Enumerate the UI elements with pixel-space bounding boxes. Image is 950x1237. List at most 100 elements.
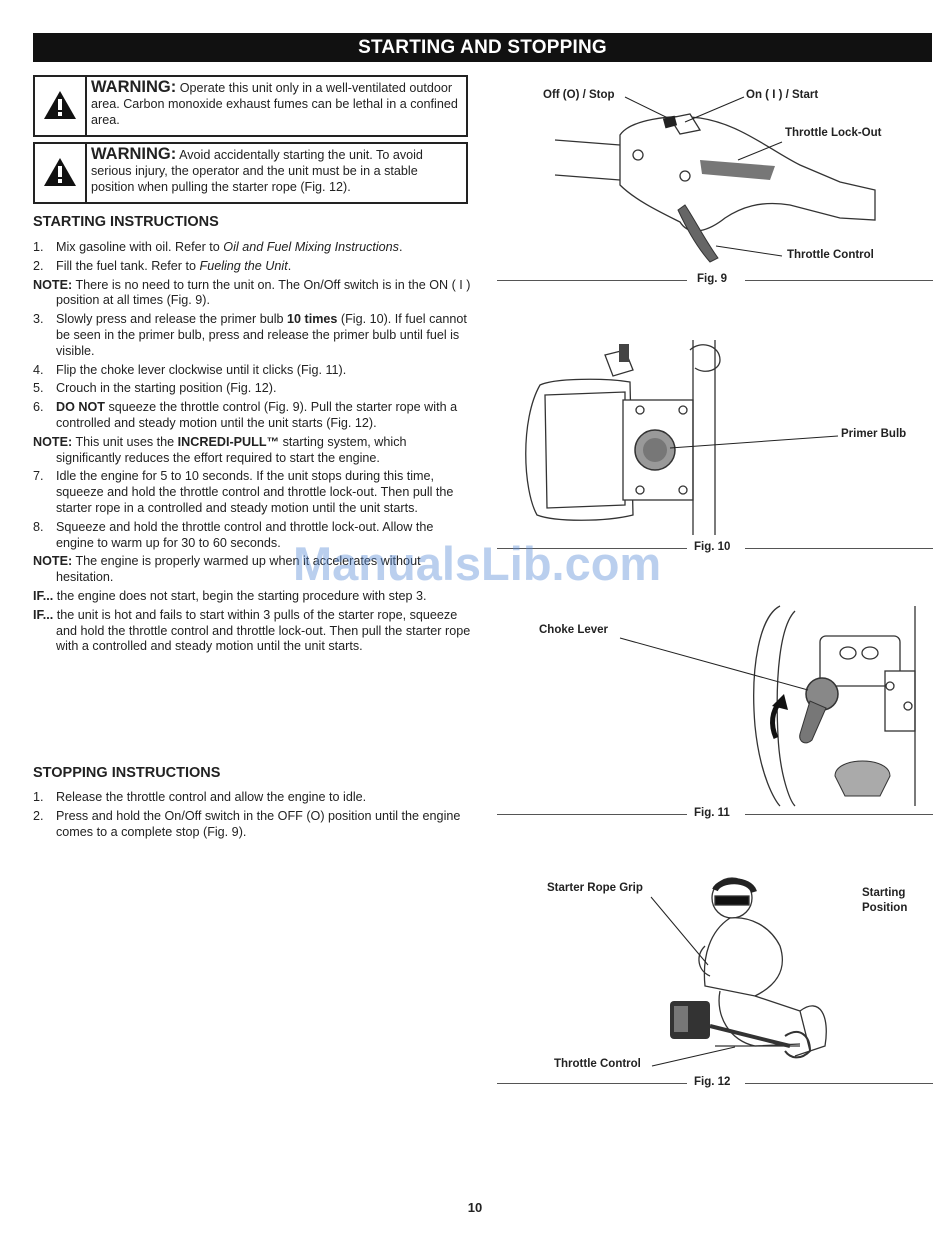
note-emphasis: INCREDI-PULL™ [177,434,280,449]
warning-triangle-icon [44,91,76,119]
caption-line-left [497,1083,687,1084]
step-2: 2. Fill the fuel tank. Refer to Fueling t… [33,258,292,273]
fig12-grip-label: Starter Rope Grip [547,882,643,894]
warning-text: WARNING: Operate this unit only in a wel… [91,77,466,131]
fig12-position-label-line2: Position [862,902,908,914]
step-text: Fill the fuel tank. Refer to [56,258,200,273]
warning-label: WARNING: [91,145,177,163]
manual-reference: Fueling the Unit [199,258,288,273]
fig11-choke-label: Choke Lever [539,624,609,636]
step-text: Slowly press and release the primer bulb [56,312,287,327]
step-text: Flip the choke lever clockwise until it … [56,362,347,377]
if-label: IF... [33,607,54,622]
warning-triangle-icon [44,158,76,186]
if-not-start: IF... the engine does not start, begin t… [33,589,473,605]
step-text: Press and hold the On/Off switch in the … [56,808,461,839]
note-text: starting system, which significantly red… [56,434,407,465]
warning-icon-cell [35,144,87,202]
note-text: The engine is properly warmed up when it… [56,554,421,585]
if-text: the unit is hot and fails to start withi… [53,607,471,654]
warning-text: WARNING: Avoid accidentally starting the… [91,144,466,198]
fig9-throttle-label: Throttle Control [787,249,874,261]
note-incredi-pull: NOTE: This unit uses the INCREDI-PULL™ s… [33,435,473,467]
step-number: 6. [33,400,44,415]
fig11-choke-illustration [753,605,916,807]
caption-line-right [745,548,933,549]
caption-line-right [745,1083,933,1084]
fig10-caption-rule: Fig. 10 [497,541,933,555]
caption-line-left [497,280,687,281]
watermark: ManualsLib.com [293,537,662,590]
fig9-caption-rule: Fig. 9 [497,273,933,287]
if-label: IF... [33,588,54,603]
warning-body: Operate this unit only in a well-ventila… [91,81,458,127]
stop-step-2: 2. Press and hold the On/Off switch in th… [33,809,473,841]
step-text: Crouch in the starting position (Fig. 12… [56,381,277,396]
step-3: 3.Slowly press and release the primer bu… [33,312,473,359]
if-hot-unit: IF... the unit is hot and fails to start… [33,608,473,655]
note-on-off-switch: NOTE: There is no need to turn the unit … [33,278,473,310]
fig12-position-label-line1: Starting [862,887,906,899]
fig12-operator-illustration [670,877,827,1059]
stop-step-1: 1. Release the throttle control and allow… [33,790,473,806]
step-text: squeeze the throttle control (Fig. 9). P… [56,400,458,430]
starting-instructions-heading: STARTING INSTRUCTIONS [33,214,219,230]
step-1: 1. Mix gasoline with oil. Refer to Oil an… [33,240,403,254]
note-text: There is no need to turn the unit on. Th… [56,277,471,308]
step-text: Idle the engine for 5 to 10 seconds. If … [56,469,454,515]
fig9-caption: Fig. 9 [697,273,728,285]
starting-instructions-list: 1. Mix gasoline with oil. Refer to Oil an… [33,240,473,658]
step-text: Mix gasoline with oil. Refer to [56,240,224,254]
section-title-banner: STARTING AND STOPPING [33,33,932,62]
fig10-engine-illustration [525,340,721,535]
fig12-caption-rule: Fig. 12 [497,1076,933,1090]
fig9-lockout-label: Throttle Lock-Out [785,127,882,139]
step-number: 5. [33,381,44,396]
note-label: NOTE: [33,434,73,449]
caption-line-left [497,548,687,549]
step-8: 8. Squeeze and hold the throttle control … [33,520,473,552]
fig12-throttle-label: Throttle Control [554,1058,641,1070]
step-number: 2. [33,808,44,823]
manual-reference: Oil and Fuel Mixing Instructions [223,240,399,254]
if-text: the engine does not start, begin the sta… [53,588,427,603]
caption-line-right [745,280,933,281]
note-text: This unit uses the [72,434,178,449]
warning-icon-cell [35,77,87,135]
stopping-instructions-list: 1. Release the throttle control and allow… [33,790,473,843]
step-text: Release the throttle control and allow t… [56,790,367,804]
stopping-instructions-heading: STOPPING INSTRUCTIONS [33,765,221,781]
step-number: 2. [33,258,44,273]
note-label: NOTE: [33,554,73,569]
step-number: 8. [33,519,44,534]
step-4: 4. Flip the choke lever clockwise until i… [33,363,473,379]
step-number: 1. [33,240,44,254]
note-warm-up: NOTE: The engine is properly warmed up w… [33,554,473,586]
warning-box-ventilation: WARNING: Operate this unit only in a wel… [33,75,468,137]
step-number: 7. [33,469,44,484]
fig10-primer-label: Primer Bulb [841,428,907,440]
warning-box-accidental-start: WARNING: Avoid accidentally starting the… [33,142,468,204]
fig9-off-label: Off (O) / Stop [543,89,615,101]
fig12-caption: Fig. 12 [694,1076,731,1088]
step-emphasis: DO NOT [56,400,105,415]
warning-body: Avoid accidentally starting the unit. To… [91,148,423,194]
step-number: 1. [33,790,44,804]
step-number: 4. [33,362,44,377]
fig11-caption: Fig. 11 [694,807,730,819]
step-emphasis: 10 times [287,312,338,327]
caption-line-right [745,814,933,815]
fig10-caption: Fig. 10 [694,541,731,553]
caption-line-left [497,814,687,815]
step-7: 7. Idle the engine for 5 to 10 seconds. I… [33,469,473,516]
step-text: Squeeze and hold the throttle control an… [56,519,434,550]
warning-label: WARNING: [91,78,177,96]
step-text: (Fig. 10). If fuel cannot be seen in the… [56,312,467,358]
note-label: NOTE: [33,277,73,292]
step-5: 5. Crouch in the starting position (Fig. … [33,381,473,397]
step-6: 6. DO NOT squeeze the throttle control (F… [33,400,473,432]
